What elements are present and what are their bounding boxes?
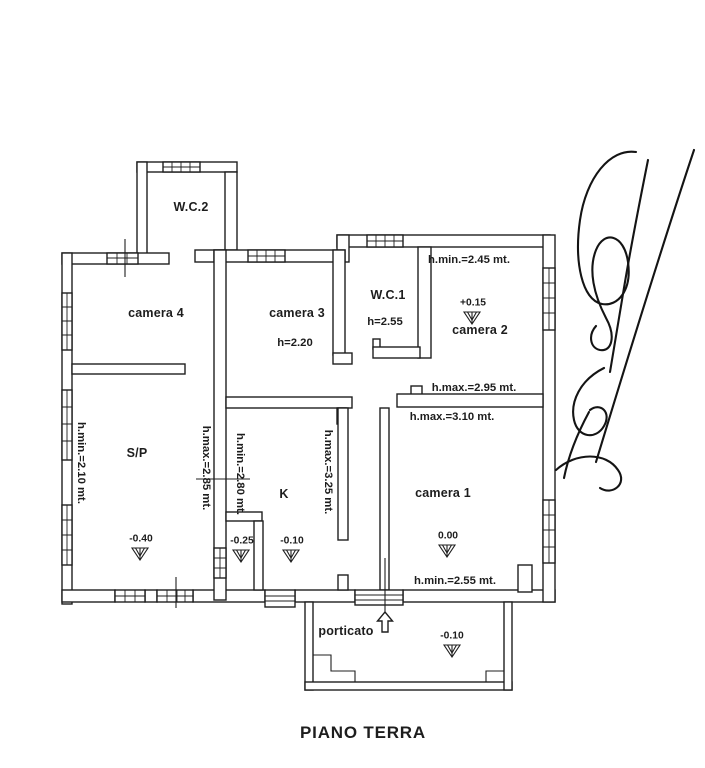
wall	[225, 396, 353, 409]
wall	[337, 574, 349, 591]
room-label-porticato: porticato	[318, 624, 374, 638]
porticato-step	[313, 654, 356, 682]
wall	[144, 589, 158, 603]
wall	[396, 393, 544, 408]
wall	[224, 171, 238, 251]
hmin-camera1: h.min.=2.55 mt.	[414, 575, 496, 587]
window	[542, 267, 556, 331]
wall	[304, 601, 314, 691]
hmax-camera2: h.max.=2.95 mt.	[431, 382, 517, 394]
level-marker-icon	[437, 544, 457, 558]
wall	[294, 589, 356, 603]
height-wc1: h=2.55	[367, 316, 403, 328]
hmin-sp: h.min.=2.10 mt.	[75, 422, 87, 504]
wall	[61, 589, 116, 603]
window	[247, 249, 286, 263]
room-label-wc1: W.C.1	[370, 288, 406, 302]
room-label-camera1: camera 1	[415, 486, 471, 500]
interior-walls	[71, 246, 544, 601]
wall	[136, 161, 148, 256]
window	[542, 499, 556, 564]
wall	[71, 363, 186, 375]
level-marker-icon	[462, 311, 482, 325]
wall	[517, 564, 533, 593]
room-label-camera4: camera 4	[128, 306, 184, 320]
room-label-camera2: camera 2	[452, 323, 508, 337]
wall	[225, 511, 263, 522]
hmax-sp: h.max.=2.85 mt.	[200, 425, 212, 511]
wall	[332, 352, 353, 365]
window	[61, 504, 73, 566]
door-steps	[264, 589, 296, 608]
room-label-wc2: W.C.2	[173, 200, 209, 214]
level-marker-icon	[231, 549, 251, 563]
level-marker-icon	[281, 549, 301, 563]
wall	[337, 407, 349, 541]
room-label-kitchen: K	[279, 487, 289, 501]
wall	[372, 346, 421, 359]
window	[162, 161, 201, 173]
signature	[554, 148, 696, 492]
level-marker-icon	[130, 547, 150, 561]
hmax-camera1: h.max.=3.10 mt.	[409, 411, 495, 423]
level-porticato: -0.10	[440, 630, 464, 642]
wall	[213, 249, 227, 601]
window	[156, 589, 194, 603]
hmin-kitchen: h.min.=2.80 mt.	[234, 433, 246, 515]
porticato-walls	[304, 601, 513, 691]
level-camera1: 0.00	[437, 530, 459, 542]
level-closet: -0.25	[230, 535, 254, 547]
door-steps	[354, 589, 404, 606]
window	[106, 252, 139, 265]
level-sp: -0.40	[129, 533, 153, 545]
floor-title: PIANO TERRA	[300, 723, 426, 742]
level-markers	[130, 311, 482, 658]
wall	[253, 520, 264, 591]
room-label-sp: S/P	[126, 446, 148, 460]
window	[213, 547, 227, 579]
dimension-ticks	[124, 239, 250, 608]
wall	[503, 601, 513, 691]
window	[366, 234, 404, 248]
level-kitchen: -0.10	[280, 535, 304, 547]
hmax-kitchen: h.max.=3.25 mt.	[322, 429, 334, 515]
window	[114, 589, 146, 603]
wall	[304, 681, 513, 691]
window	[61, 292, 73, 351]
wall	[332, 249, 346, 356]
wall	[417, 246, 432, 359]
porticato-step	[485, 670, 504, 682]
room-label-camera3: camera 3	[269, 306, 325, 320]
windows	[61, 161, 556, 608]
wall	[192, 589, 266, 603]
level-marker-icon	[442, 644, 462, 658]
window	[61, 389, 73, 461]
hmin-camera2: h.min.=2.45 mt.	[428, 254, 510, 266]
entrance-arrow-icon	[376, 610, 394, 633]
level-camera2: +0.15	[459, 297, 487, 309]
height-camera3: h=2.20	[277, 337, 313, 349]
